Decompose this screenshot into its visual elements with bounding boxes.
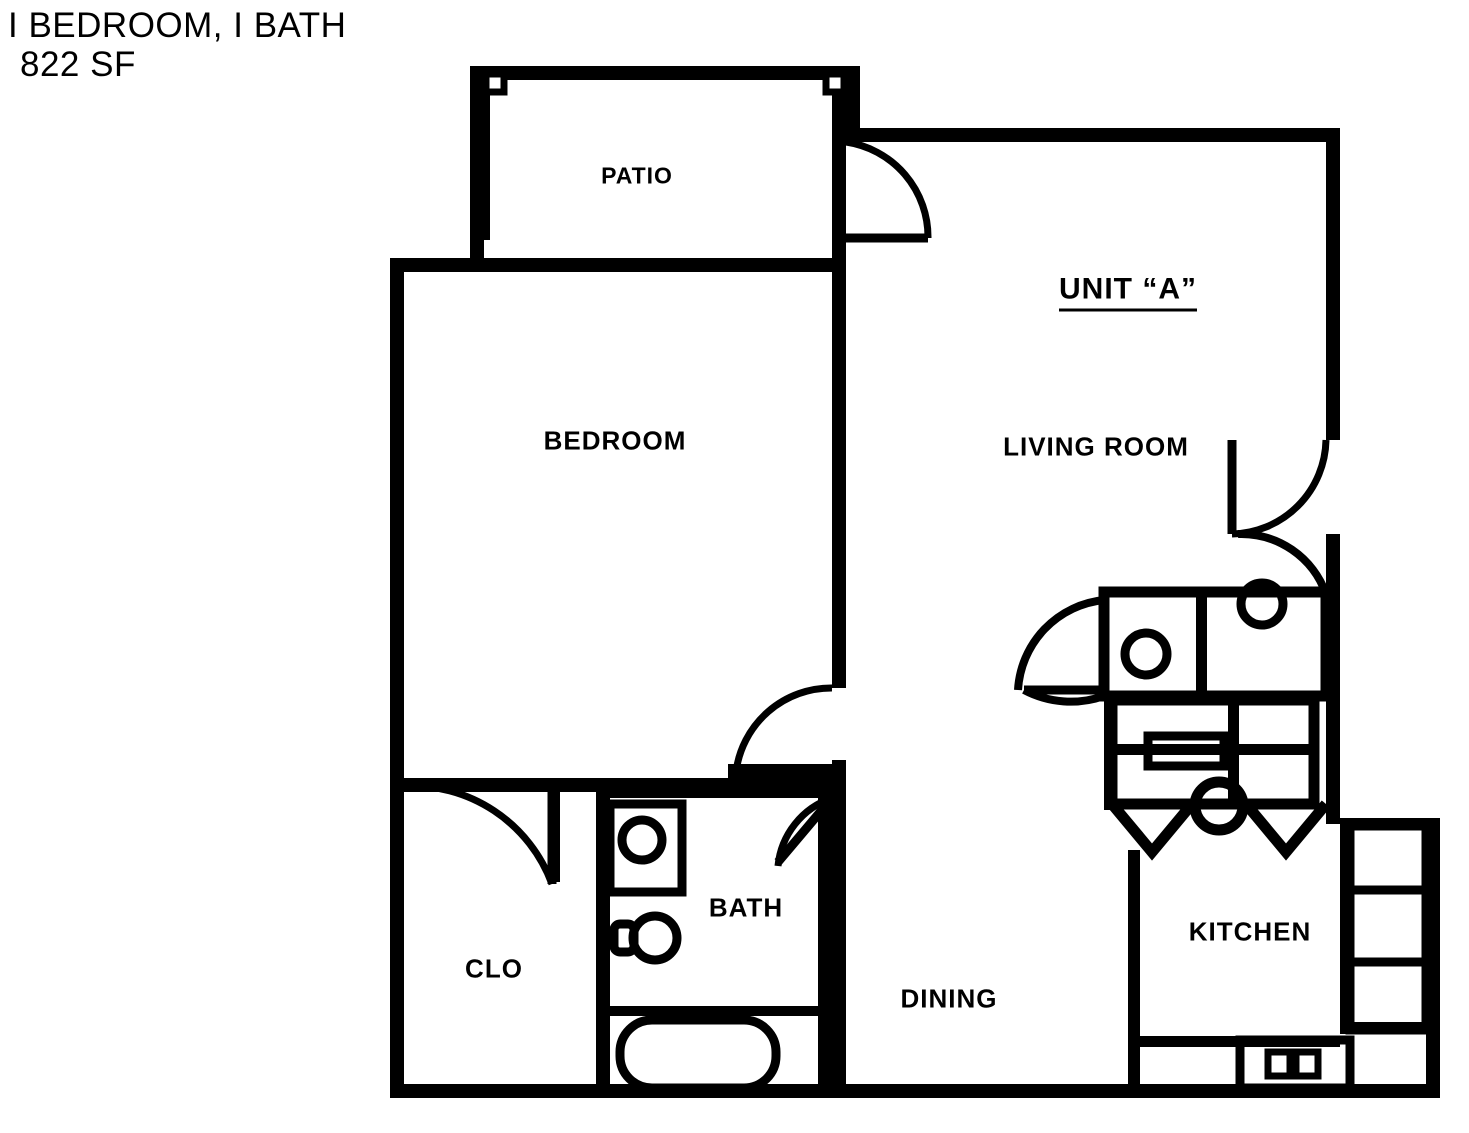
room-label-bedroom: BEDROOM [543, 425, 687, 456]
room-label-living-room: LIVING ROOM [1003, 431, 1189, 462]
room-label-patio: PATIO [601, 162, 673, 189]
plan-title-line-2: 822 SF [20, 45, 136, 85]
room-label-kitchen: KITCHEN [1188, 916, 1312, 947]
bath-fixtures [605, 799, 781, 1093]
room-label-bath: BATH [708, 892, 784, 923]
interior-walls [390, 140, 846, 1098]
unit-label: UNIT “A” [1059, 273, 1197, 312]
door-swings [403, 138, 1330, 886]
plan-title-line-1: I BEDROOM, I BATH [8, 6, 347, 45]
kitchen-fixtures [1014, 529, 1431, 1093]
room-label-dining: DINING [900, 983, 998, 1014]
room-label-clo: CLO [465, 953, 523, 984]
plan-title-block: I BEDROOM, I BATH 822 SF [8, 6, 346, 84]
